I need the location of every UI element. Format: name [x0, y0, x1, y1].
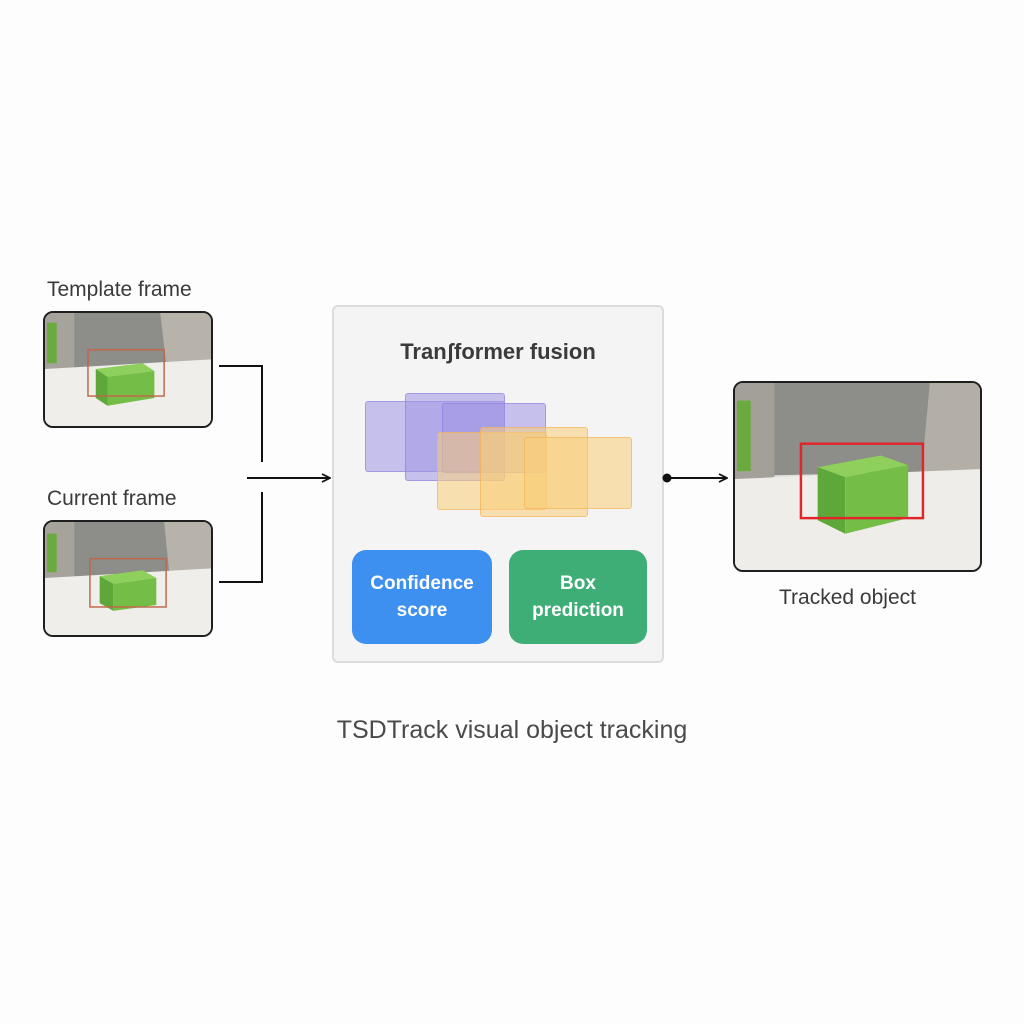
template-frame-label: Template frame: [47, 278, 192, 301]
template-frame-image: [43, 311, 213, 428]
box-prediction-head: Box prediction: [509, 550, 647, 644]
current-connector: [219, 492, 263, 583]
orange-token-sheet-3: [524, 437, 632, 509]
fusion-title: Tranʃformer fusion: [400, 339, 596, 364]
current-frame-label: Current frame: [47, 487, 177, 510]
tracked-object-image: [733, 381, 982, 572]
transformer-fusion-panel: Tranʃformer fusion Confidence score Box …: [332, 305, 664, 663]
current-frame-image: [43, 520, 213, 637]
diagram-caption: TSDTrack visual object tracking: [336, 716, 688, 744]
confidence-score-head: Confidence score: [352, 550, 492, 644]
tracked-object-label: Tracked object: [779, 586, 916, 609]
template-connector: [219, 365, 263, 462]
